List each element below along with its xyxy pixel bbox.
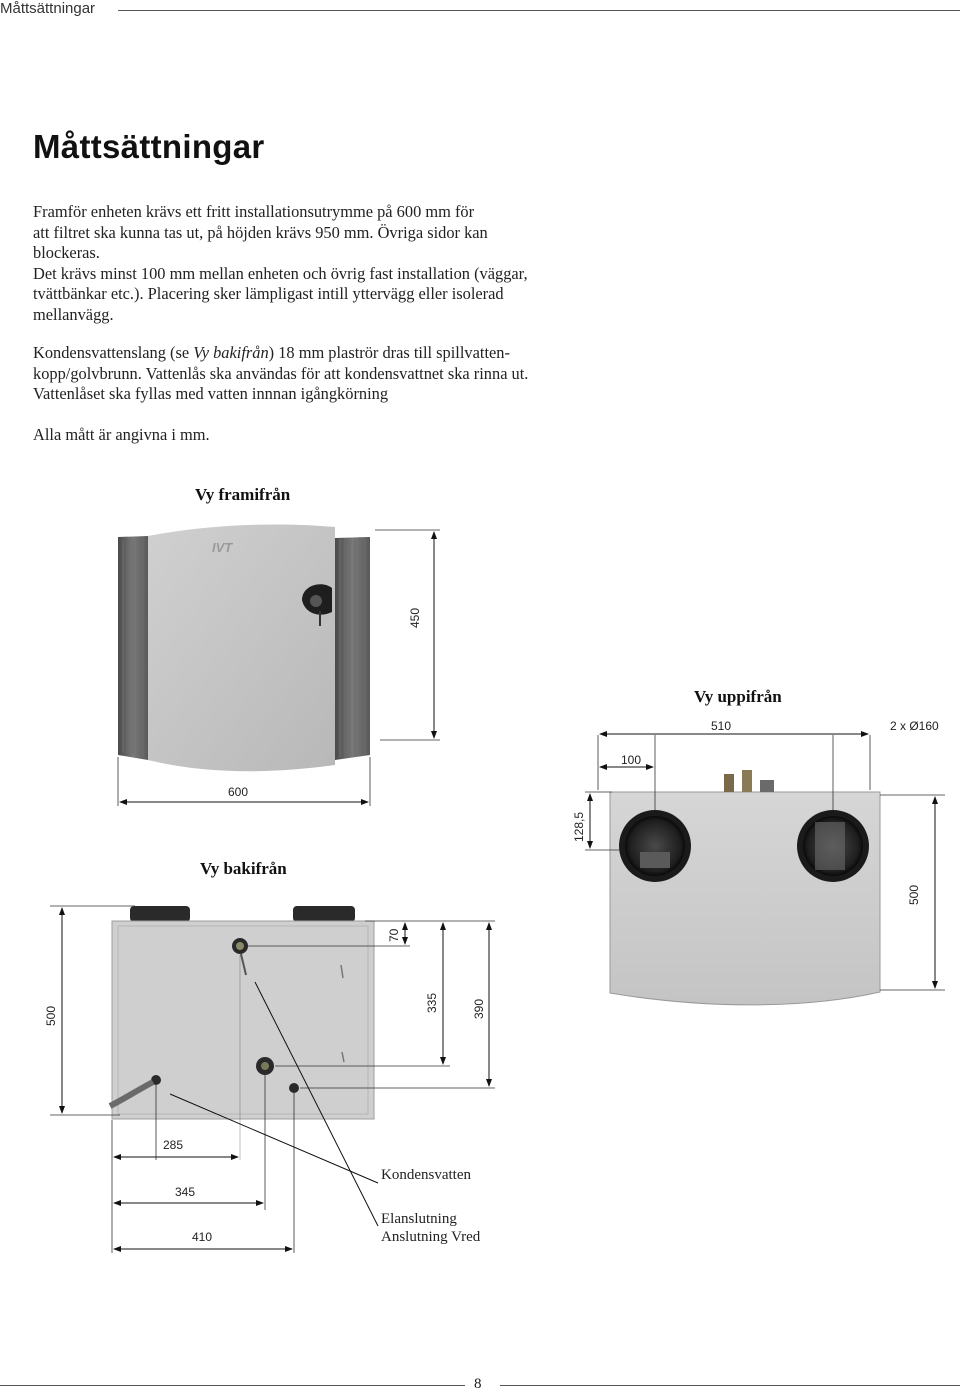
dim-label: 335 (425, 992, 439, 1013)
front-view-unit: IVT (118, 524, 370, 772)
text-line: Vattenlåset ska fyllas med vatten innnan… (33, 384, 389, 403)
ivt-logo: IVT (212, 540, 233, 555)
page-number: 8 (474, 1376, 482, 1392)
front-cover (148, 524, 335, 772)
text-line: tvättbänkar etc.). Placering sker lämpli… (33, 284, 504, 303)
units-note: Alla mått är angivna i mm. (33, 425, 210, 444)
dim-label: 500 (44, 1005, 58, 1026)
back-port-small (289, 1083, 299, 1093)
knob-cable (319, 611, 321, 626)
back-duct-right (293, 906, 355, 922)
top-fitting-2 (742, 770, 752, 792)
front-right-side-panel (335, 537, 370, 760)
dim-label: 410 (192, 1230, 213, 1244)
dim-label: 128,5 (572, 811, 586, 842)
callout-leader-condensate (169, 1093, 379, 1184)
text-span: Kondensvattenslang (se (33, 343, 194, 362)
text-line: blockeras. (33, 243, 100, 262)
intro-paragraph: Framför enheten krävs ett fritt installa… (33, 202, 593, 325)
dim-label: 2 x Ø160 (890, 719, 939, 733)
text-line: mellanvägg. (33, 304, 114, 324)
condensate-paragraph: Kondensvattenslang (se Vy bakifrån) 18 m… (33, 343, 593, 405)
text-span: ) 18 mm plaströr dras till spillvatten- (268, 343, 510, 362)
text-line: Framför enheten krävs ett fritt installa… (33, 202, 475, 221)
text-line: kopp/golvbrunn. Vattenlås ska användas f… (33, 363, 529, 383)
dim-label: 70 (387, 928, 401, 942)
dim-label: 285 (163, 1138, 184, 1152)
dim-label: 390 (472, 998, 486, 1019)
back-duct-left (130, 906, 190, 922)
text-line: Det krävs minst 100 mm mellan enheten oc… (33, 263, 528, 283)
dim-label: 345 (175, 1185, 196, 1199)
running-header: Måttsättningar (0, 0, 96, 17)
top-view-title: Vy uppifrån (694, 687, 782, 706)
dim-label: 510 (711, 719, 732, 733)
knob-center-icon (310, 595, 322, 607)
page-title: Måttsättningar (33, 128, 265, 165)
back-view-unit (108, 906, 375, 1120)
callout-condensate: Kondensvatten (381, 1167, 471, 1183)
callout-knob-connection: Anslutning Vred (381, 1229, 481, 1245)
text-line: att filtret ska kunna tas ut, på höjden … (33, 222, 488, 242)
dim-label: 450 (408, 607, 422, 628)
top-view-unit (609, 770, 881, 1006)
text-line: Kondensvattenslang (se Vy bakifrån) 18 m… (33, 343, 593, 364)
top-fitting-1 (724, 774, 734, 792)
callout-power-connection: Elanslutning (381, 1211, 457, 1227)
dim-label: 100 (621, 753, 642, 767)
callout-leader-power (254, 981, 379, 1227)
footer-rule-left (0, 1385, 465, 1386)
back-cable-gland (151, 1075, 161, 1085)
dim-label: 500 (907, 884, 921, 905)
top-fitting-3 (760, 780, 774, 792)
back-power-cable (108, 1079, 155, 1109)
dim-label: 600 (228, 785, 249, 799)
header-rule (118, 10, 960, 11)
footer-rule-right (500, 1385, 960, 1386)
text-emphasis: Vy bakifrån (193, 343, 269, 362)
front-view-title: Vy framifrån (195, 485, 291, 504)
back-view-title: Vy bakifrån (200, 859, 287, 878)
